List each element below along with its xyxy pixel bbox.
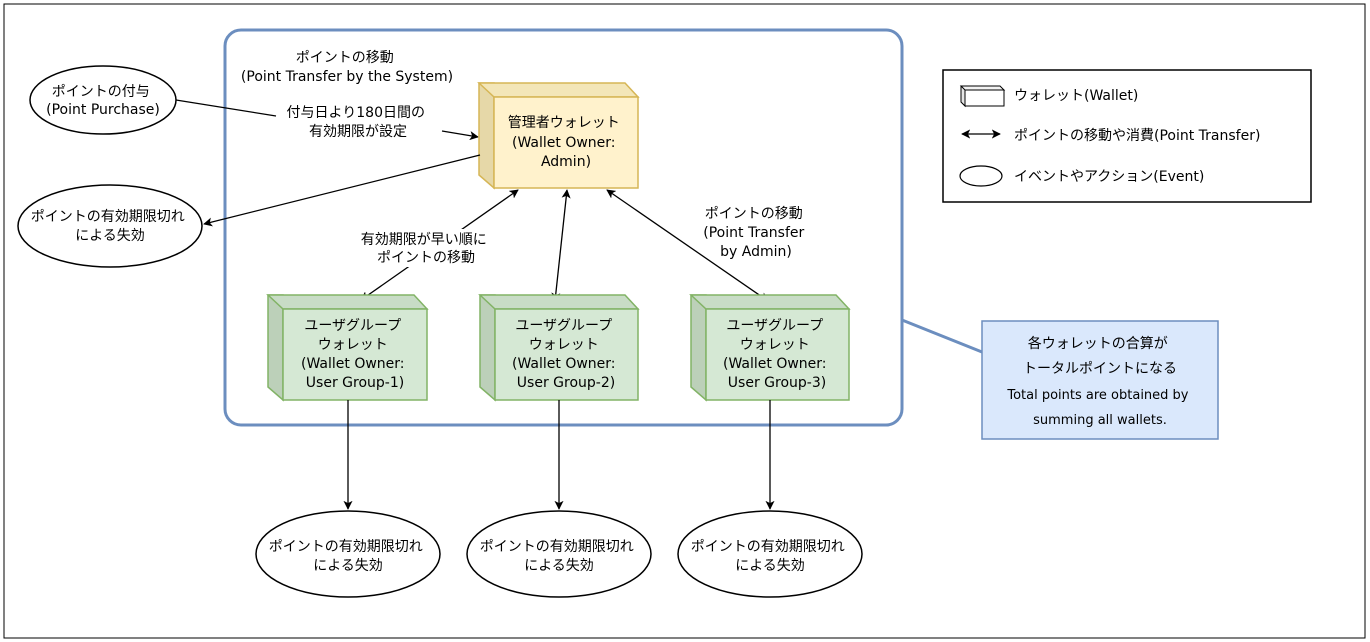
svg-text:ユーザグループ ウォレット (Wal: ユーザグループ ウォレット (Wallet Owner: User Group-… xyxy=(301,318,409,391)
legend-wallet-icon xyxy=(959,85,1006,108)
admin-transfer-note: ポイントの移動 (Point Transfer by Admin) xyxy=(703,206,808,260)
purchase-event[interactable]: ポイントの付与 (Point Purchase) xyxy=(29,65,177,135)
admin-wallet[interactable]: 管理者ウォレット (Wallet Owner: Admin) xyxy=(477,82,640,190)
legend-event-label: イベントやアクション(Event) xyxy=(1014,169,1204,185)
system-container[interactable] xyxy=(223,28,904,427)
svg-text:ポイントの有効期限切れ による失効: ポイントの有効期限切れ による失効 xyxy=(480,539,638,574)
group-wallet-1[interactable]: ユーザグループ ウォレット (Wallet Owner: User Group-… xyxy=(266,294,429,402)
svg-text:ユーザグループ ウォレット (Wal: ユーザグループ ウォレット (Wallet Owner: User Group-… xyxy=(723,318,831,391)
legend-wallet-label: ウォレット(Wallet) xyxy=(1014,88,1138,104)
svg-text:ポイントの付与 (Point Purchase): ポイントの付与 (Point Purchase) xyxy=(46,84,160,118)
legend: ウォレット(Wallet) ポイントの移動や消費(Point Transfer)… xyxy=(942,69,1312,203)
admin-expire-arrow xyxy=(203,154,481,227)
svg-text:管理者ウォレット (Wallet Owner:: 管理者ウォレット (Wallet Owner: Admin) xyxy=(508,115,624,170)
svg-text:ポイントの有効期限切れ による失効: ポイントの有効期限切れ による失効 xyxy=(31,209,189,244)
outer-frame xyxy=(3,3,1366,639)
svg-text:ユーザグループ ウォレット (Wal: ユーザグループ ウォレット (Wallet Owner: User Group-… xyxy=(512,318,620,391)
admin-expire-event[interactable]: ポイントの有効期限切れ による失効 xyxy=(17,184,203,268)
admin-group3-arrow xyxy=(606,189,769,302)
admin-group2-arrow xyxy=(551,189,571,302)
svg-text:ポイントの有効期限切れ による失効: ポイントの有効期限切れ による失効 xyxy=(269,539,427,574)
svg-text:各ウォレットの合算が トータルポイントになる: 各ウォレットの合算が トータルポイントになる xyxy=(1023,336,1177,377)
group-wallet-3[interactable]: ユーザグループ ウォレット (Wallet Owner: User Group-… xyxy=(689,294,851,402)
order-note-bg xyxy=(350,229,502,267)
legend-transfer-label: ポイントの移動や消費(Point Transfer) xyxy=(1014,128,1260,144)
svg-text:Total points are obtained by: Total points are obtained by summing all… xyxy=(1006,388,1192,428)
container-note-connector xyxy=(901,318,983,354)
purchase-connector xyxy=(175,99,277,117)
purchase-arrow xyxy=(441,130,479,141)
group1-expire-event[interactable]: ポイントの有効期限切れ による失効 xyxy=(255,510,441,598)
legend-event-icon xyxy=(959,165,1003,187)
expiry-note: 付与日より180日間の 有効期限が設定 xyxy=(287,105,430,140)
system-area-label: ポイントの移動 (Point Transfer by the System) xyxy=(241,50,453,85)
group-wallet-2[interactable]: ユーザグループ ウォレット (Wallet Owner: User Group-… xyxy=(478,294,640,402)
order-note: 有効期限が早い順に ポイントの移動 xyxy=(361,232,491,266)
group2-expire-event[interactable]: ポイントの有効期限切れ による失効 xyxy=(466,510,652,598)
group3-expire-event[interactable]: ポイントの有効期限切れ による失効 xyxy=(677,510,863,598)
svg-text:ポイントの有効期限切れ による失効: ポイントの有効期限切れ による失効 xyxy=(691,539,849,574)
total-note[interactable]: 各ウォレットの合算が トータルポイントになる Total points are … xyxy=(981,320,1219,440)
